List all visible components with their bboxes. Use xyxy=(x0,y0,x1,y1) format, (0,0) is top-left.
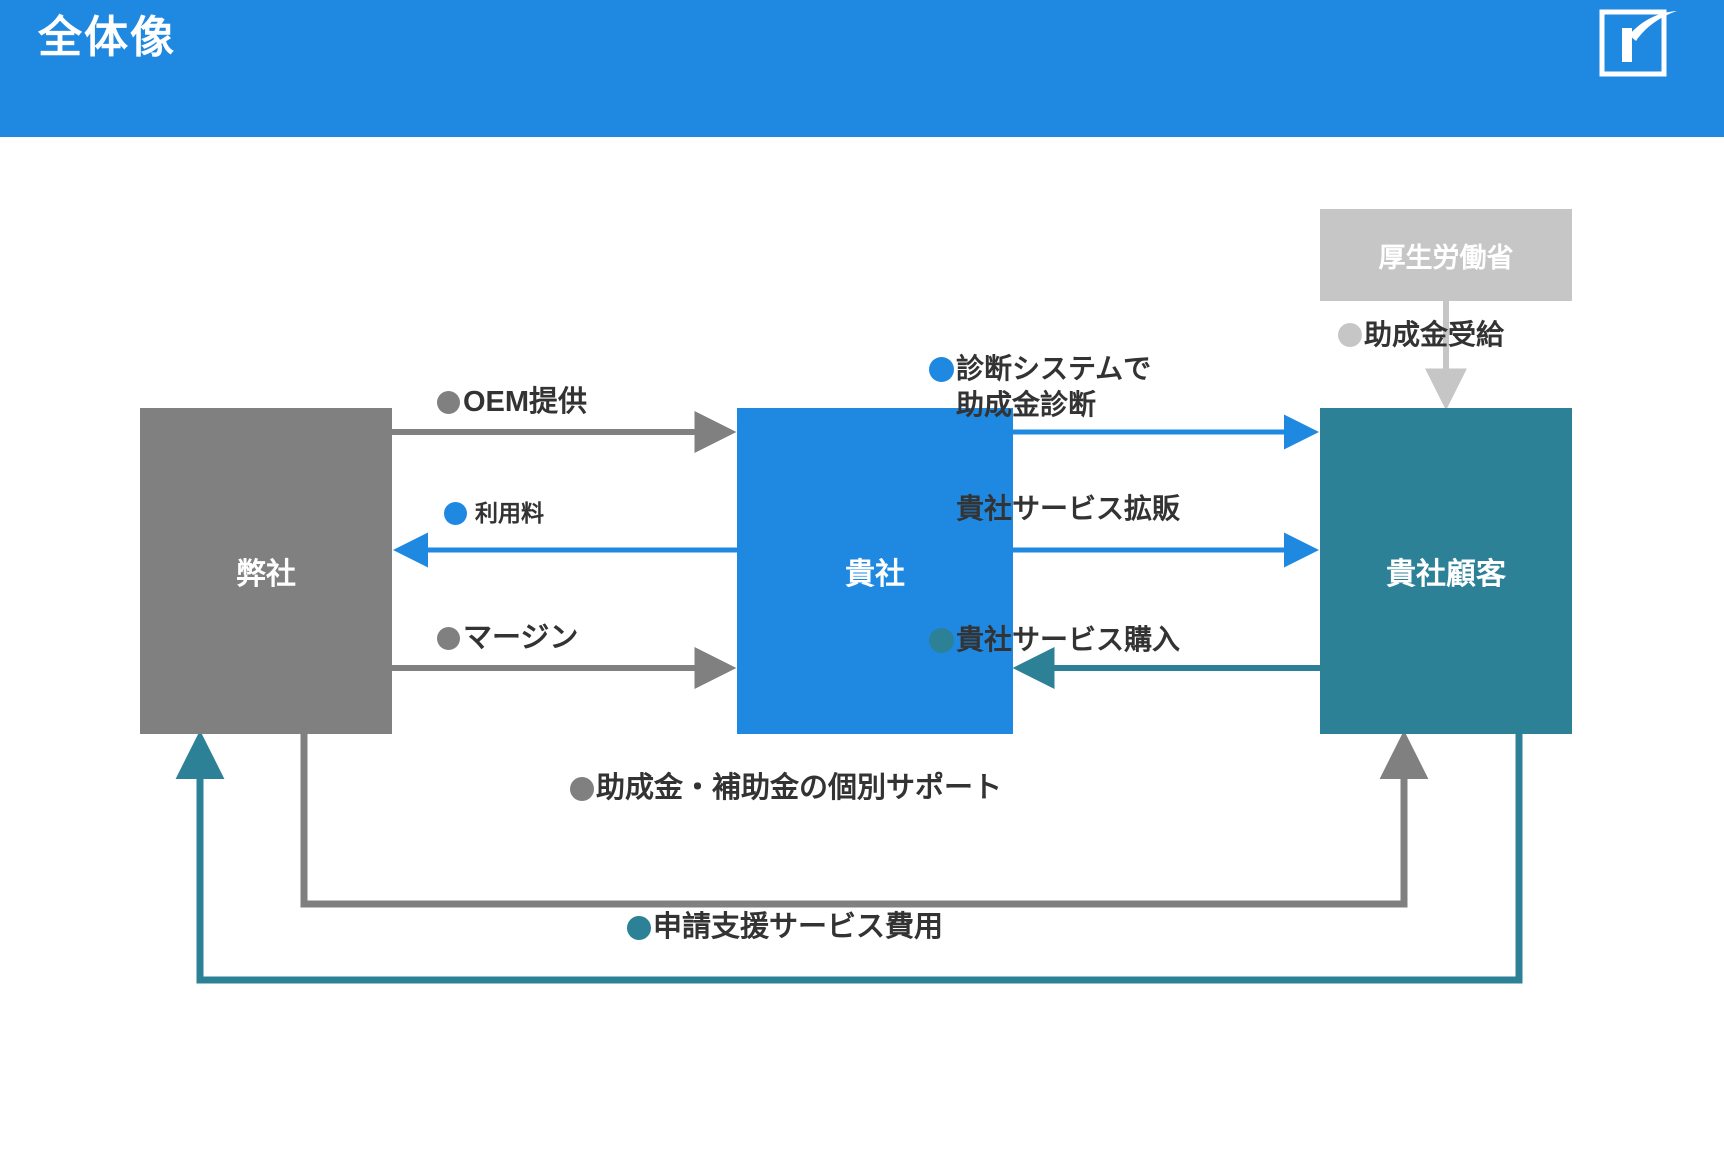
flow-label-usage-fee-text: 利用料 xyxy=(475,500,544,526)
bullet-icon-gray xyxy=(437,627,460,650)
node-your-client[interactable]: 貴社顧客 xyxy=(1320,408,1572,734)
flow-label-individual-support-text: 助成金・補助金の個別サポート xyxy=(596,772,1003,804)
node-our-company[interactable]: 弊社 xyxy=(140,408,392,734)
company-r-logo-icon xyxy=(1598,4,1682,78)
node-your-company-label: 貴社 xyxy=(845,558,905,591)
flow-label-oem: OEM提供 xyxy=(437,384,587,421)
node-your-company[interactable]: 貴社 xyxy=(737,408,1013,734)
flow-label-individual-support: 助成金・補助金の個別サポート xyxy=(570,770,1002,807)
page-title: 全体像 xyxy=(38,13,176,62)
flow-label-margin: マージン xyxy=(437,620,578,657)
flow-label-expand-sales-text: 貴社サービス拡販 xyxy=(956,493,1181,524)
diagram-canvas: 弊社 貴社 貴社顧客 厚生労働省 OEM提供 利用料 マージン 診断システムで xyxy=(14,140,1710,1158)
bullet-icon-blue xyxy=(929,497,954,522)
flow-label-subsidy-receipt: 助成金受給 xyxy=(1338,317,1504,353)
flow-label-application-support-fee-text: 申請支援サービス費用 xyxy=(653,911,944,943)
flow-label-margin-text: マージン xyxy=(463,622,579,654)
flow-label-diagnosis-line1: 診断システムで xyxy=(956,353,1152,384)
node-ministry-of-health[interactable]: 厚生労働省 xyxy=(1320,209,1572,301)
bullet-icon-teal xyxy=(929,628,954,653)
flow-label-usage-fee: 利用料 xyxy=(444,499,544,528)
node-ministry-label: 厚生労働省 xyxy=(1378,242,1514,273)
flow-label-service-purchase: 貴社サービス購入 xyxy=(929,622,1180,658)
flow-label-expand-sales: 貴社サービス拡販 xyxy=(929,491,1180,527)
flow-label-diagnosis-line2: 助成金診断 xyxy=(956,388,1097,420)
bullet-icon-light-gray xyxy=(1338,323,1362,347)
bullet-icon-teal xyxy=(627,916,651,940)
bullet-icon-blue xyxy=(444,502,467,525)
flow-label-diagnosis: 診断システムで 助成金診断 xyxy=(929,351,1151,423)
flow-label-subsidy-receipt-text: 助成金受給 xyxy=(1364,319,1505,350)
bullet-icon-gray xyxy=(437,391,460,414)
flow-label-application-support-fee: 申請支援サービス費用 xyxy=(627,909,943,946)
bullet-icon-gray xyxy=(570,777,594,801)
slide-header: 全体像 xyxy=(0,0,1724,137)
node-our-company-label: 弊社 xyxy=(236,558,296,591)
flow-label-oem-text: OEM提供 xyxy=(463,386,588,418)
bullet-icon-blue xyxy=(929,357,954,382)
flow-label-service-purchase-text: 貴社サービス購入 xyxy=(956,624,1181,655)
node-your-client-label: 貴社顧客 xyxy=(1386,558,1506,591)
